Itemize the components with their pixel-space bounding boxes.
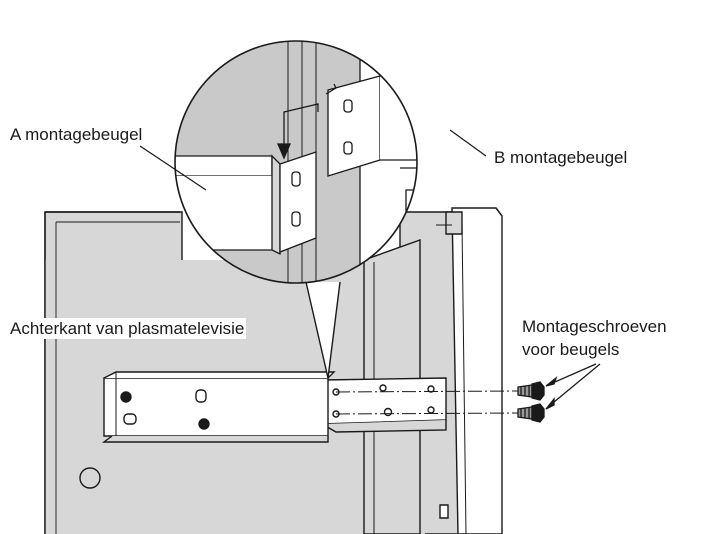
label-screws-line2: voor beugels (522, 340, 620, 359)
mounting-screws (517, 381, 545, 423)
label-bracket-a: A montagebeugel (10, 125, 143, 144)
label-screws-line1: Montageschroeven (522, 317, 667, 336)
label-screws: Montageschroeven voor beugels (522, 315, 667, 361)
screw-icon (517, 381, 545, 401)
panel-hole (79, 467, 101, 489)
screw-icon (517, 403, 545, 423)
label-leaders (139, 129, 487, 191)
label-rear-tv: Achterkant van plasmatelevisie (8, 318, 247, 339)
screw-leaders (545, 363, 601, 410)
screw-hole (198, 418, 210, 430)
label-bracket-b: B montagebeugel (494, 148, 628, 167)
zoom-detail (174, 40, 418, 284)
screw-hole (120, 391, 132, 403)
zoom-pointer (305, 281, 341, 379)
guide-lines (335, 390, 521, 415)
bracket-b-mounted (321, 377, 447, 433)
bracket-a-mounted (101, 371, 336, 443)
